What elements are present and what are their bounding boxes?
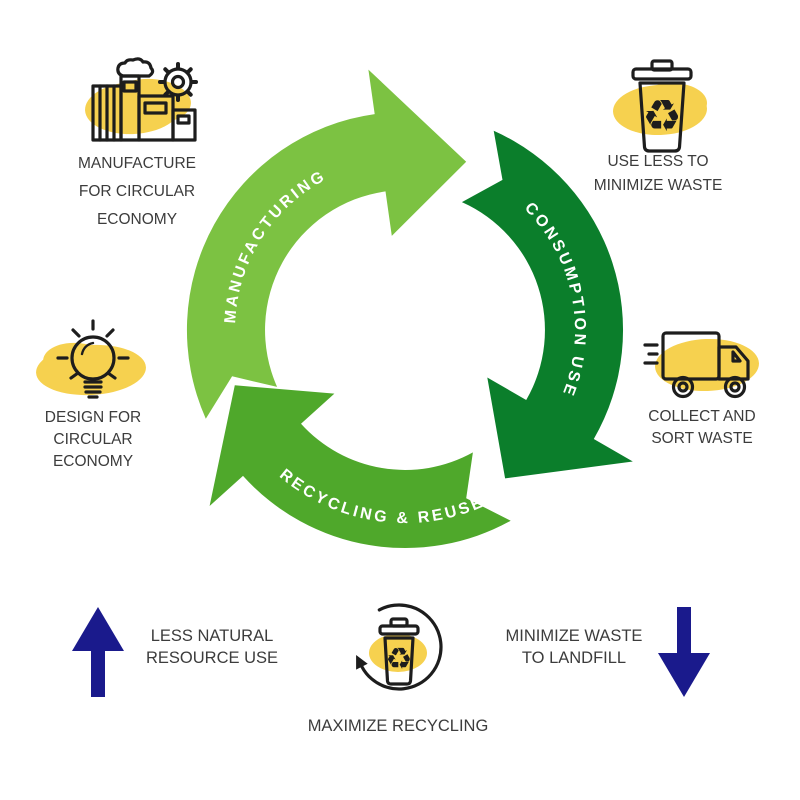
label-line: USE LESS TO	[607, 153, 709, 170]
label-manufacture-for-circular-economy: MANUFACTURE FOR CIRCULAR ECONOMY	[17, 150, 257, 234]
label-line: TO LANDFILL	[521, 649, 627, 667]
recycling-bin-icon: ♻	[613, 59, 707, 153]
paint-splash	[36, 342, 146, 396]
label-line: FOR CIRCULAR	[78, 183, 196, 200]
label-line: MANUFACTURE	[78, 155, 196, 172]
label-line: LESS NATURAL	[150, 627, 274, 645]
label-line: MINIMIZE WASTE	[593, 177, 723, 194]
recycle-symbol: ♻	[642, 91, 681, 142]
label-line: ECONOMY	[52, 453, 134, 470]
loop-arrowhead	[356, 655, 368, 670]
down-arrow-icon	[658, 607, 710, 697]
label-less-natural-resource-use: LESS NATURAL RESOURCE USE	[102, 625, 322, 669]
lightbulb-icon	[36, 319, 146, 399]
label-collect-and-sort-waste: COLLECT AND SORT WASTE	[592, 406, 800, 450]
label-line: MAXIMIZE RECYCLING	[307, 717, 489, 735]
label-design-for-circular-economy: DESIGN FOR CIRCULAR ECONOMY	[3, 407, 183, 473]
delivery-truck-icon	[643, 331, 759, 399]
label-line: MINIMIZE WASTE	[505, 627, 643, 645]
recycle-symbol: ♻	[386, 642, 413, 677]
label-line: CIRCULAR	[53, 431, 133, 448]
label-maximize-recycling: MAXIMIZE RECYCLING	[268, 715, 528, 737]
label-minimize-waste-to-landfill: MINIMIZE WASTE TO LANDFILL	[464, 625, 684, 669]
label-line: ECONOMY	[96, 211, 178, 228]
recycling-loop-icon: ♻	[356, 603, 443, 691]
up-arrow-icon	[72, 607, 124, 697]
label-line: SORT WASTE	[651, 430, 753, 447]
label-line: DESIGN FOR	[44, 409, 142, 426]
factory-icon	[85, 57, 198, 142]
label-use-less-to-minimize-waste: USE LESS TO MINIMIZE WASTE	[538, 150, 778, 198]
label-line: COLLECT AND	[648, 408, 756, 425]
label-line: RESOURCE USE	[145, 649, 279, 667]
cycle-segment-manufacturing	[186, 69, 467, 419]
cycle-segment-consumption-use	[461, 130, 633, 479]
cycle-segment-recycling-reuse	[209, 385, 511, 549]
